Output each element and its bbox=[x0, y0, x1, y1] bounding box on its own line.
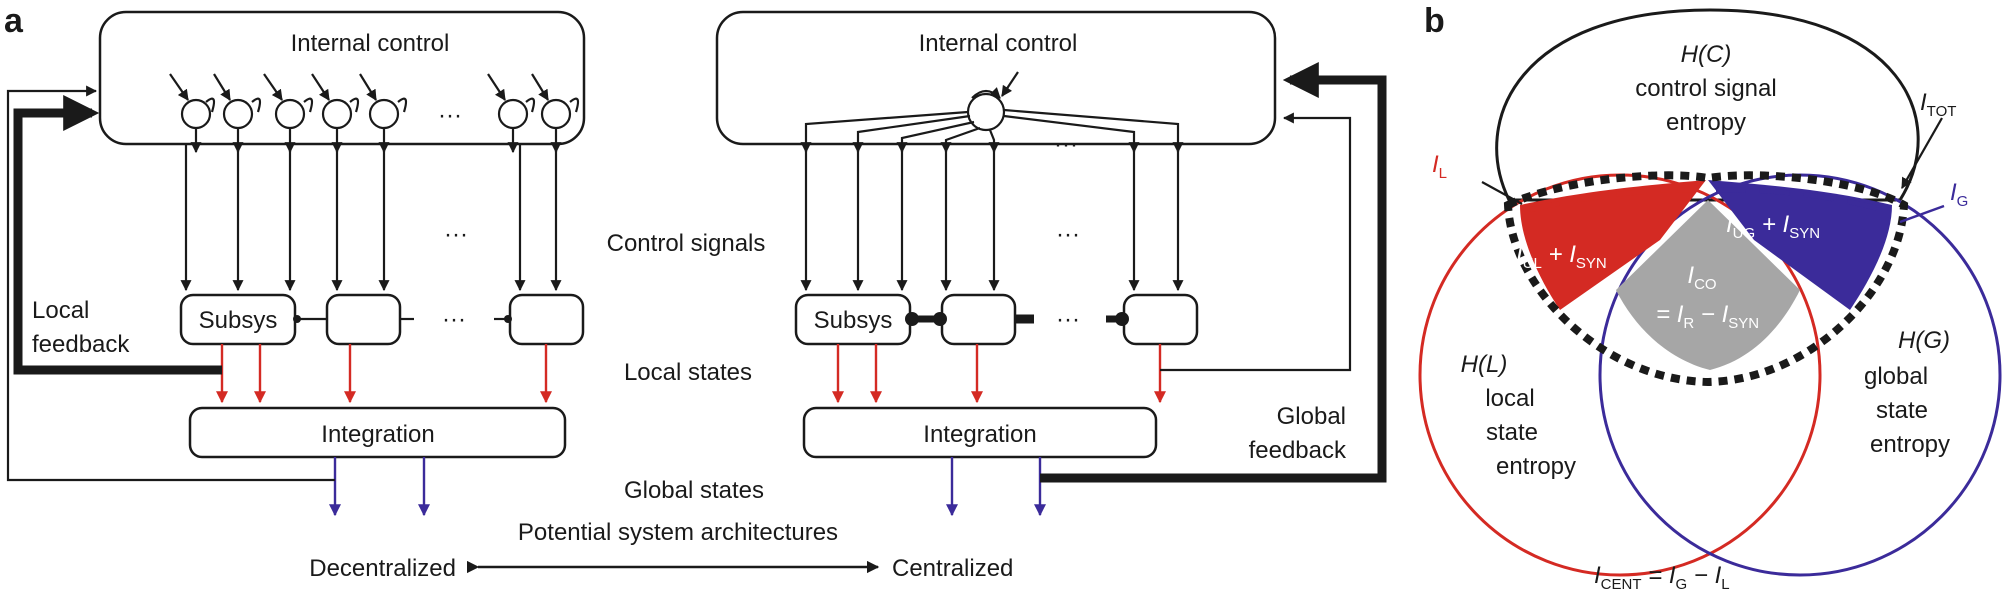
subsystem-box bbox=[1122, 293, 1199, 346]
coupling-loop bbox=[397, 97, 408, 113]
input-arrow bbox=[359, 73, 377, 101]
local-info-dash bbox=[1529, 187, 1701, 213]
control-signals-label: Control signals bbox=[607, 230, 766, 257]
input-arrow bbox=[263, 73, 283, 101]
input-arrow bbox=[1001, 71, 1019, 97]
thin-feedback-path bbox=[1160, 112, 1352, 372]
itot-pointer bbox=[1901, 117, 1943, 189]
internal-control-label-right: Internal control bbox=[919, 30, 1078, 57]
itot-label: ITOT bbox=[1920, 89, 1956, 120]
iul-isyn-label: IUL + ISYN bbox=[1516, 241, 1607, 272]
centralized-label: Centralized bbox=[892, 555, 1013, 582]
hl-line-2: state bbox=[1486, 419, 1538, 446]
hg-line-3: entropy bbox=[1870, 431, 1950, 458]
ellipsis: ··· bbox=[1056, 306, 1080, 333]
ellipsis: ··· bbox=[442, 306, 466, 333]
coupling-loop bbox=[569, 97, 580, 113]
hc-title: H(C) bbox=[1681, 41, 1732, 68]
coupling-loop bbox=[349, 97, 360, 113]
ellipsis: ··· bbox=[1056, 221, 1080, 248]
subsys-label-left: Subsys bbox=[199, 307, 278, 334]
total-info-boundary bbox=[1503, 171, 1909, 387]
coupling-dot bbox=[933, 312, 947, 326]
control-entropy-region bbox=[1495, 8, 1920, 202]
hg-line-1: global bbox=[1864, 363, 1928, 390]
control-signals-left: ··· bbox=[180, 144, 562, 292]
ico-label: ICO bbox=[1687, 262, 1716, 293]
icent-equation: ICENT = IG − IL bbox=[1594, 562, 1730, 593]
internal-control-label-left: Internal control bbox=[291, 30, 450, 57]
input-arrow bbox=[169, 73, 189, 101]
subsystem-box bbox=[508, 293, 585, 346]
controller-branch bbox=[800, 110, 969, 154]
input-arrow bbox=[311, 73, 330, 101]
input-arrow bbox=[531, 73, 549, 101]
hg-line-2: state bbox=[1876, 397, 1928, 424]
local-feedback-label-1: Local bbox=[32, 297, 89, 324]
coupling-dot bbox=[905, 312, 919, 326]
centralized-architecture: Internal control ··· ··· Subsys bbox=[715, 10, 1387, 517]
global-feedback-label-2: feedback bbox=[1249, 437, 1347, 464]
global-feedback-label-1: Global bbox=[1277, 403, 1346, 430]
thin-feedback-path bbox=[6, 85, 335, 482]
coupling-loop bbox=[303, 97, 314, 113]
global-states-label: Global states bbox=[624, 477, 764, 504]
self-loop bbox=[971, 87, 1001, 99]
subsys-label-right: Subsys bbox=[814, 307, 893, 334]
coupling-loop bbox=[251, 97, 262, 113]
subsystem-box bbox=[325, 293, 402, 346]
coupling-loop bbox=[525, 97, 536, 113]
hc-line-2: entropy bbox=[1666, 109, 1746, 136]
subsystem-box bbox=[940, 293, 1017, 346]
panel-b: b H(C) control signal entropy H(L) local… bbox=[1418, 2, 2002, 593]
local-states-label: Local states bbox=[624, 359, 752, 386]
local-unique-region bbox=[1520, 180, 1706, 310]
ellipsis: ··· bbox=[1054, 131, 1078, 158]
cooperative-region bbox=[1616, 200, 1800, 370]
hc-line-1: control signal bbox=[1635, 75, 1776, 102]
panel-a-letter: a bbox=[4, 2, 24, 40]
coupling-loop bbox=[205, 97, 216, 113]
decentralized-architecture: Internal control bbox=[6, 10, 586, 517]
coupling-dot bbox=[504, 315, 512, 323]
hl-title: H(L) bbox=[1461, 351, 1508, 378]
local-feedback-label-2: feedback bbox=[32, 331, 130, 358]
controller-units-left: ··· bbox=[169, 73, 580, 154]
coupling-dot bbox=[1115, 312, 1129, 326]
hg-title: H(G) bbox=[1898, 327, 1950, 354]
integration-label-left: Integration bbox=[321, 421, 434, 448]
ig-pointer bbox=[1899, 204, 1945, 224]
integration-box-right bbox=[802, 406, 1158, 459]
iug-isyn-label: IUG + ISYN bbox=[1726, 211, 1820, 242]
ig-label: IG bbox=[1950, 179, 1968, 210]
global-feedback-path bbox=[1040, 62, 1387, 483]
hl-line-3: entropy bbox=[1496, 453, 1576, 480]
hl-line-1: local bbox=[1485, 385, 1534, 412]
input-arrow bbox=[213, 73, 231, 101]
decentralized-label: Decentralized bbox=[309, 555, 456, 582]
ir-isyn-label: = IR − ISYN bbox=[1656, 301, 1759, 332]
il-label: IL bbox=[1432, 151, 1447, 182]
controller-branch bbox=[1003, 108, 1184, 154]
il-pointer bbox=[1481, 181, 1523, 205]
coupling-dot bbox=[293, 315, 301, 323]
panel-b-letter: b bbox=[1424, 2, 1445, 40]
ellipsis: ··· bbox=[444, 221, 468, 248]
global-unique-region bbox=[1708, 180, 1892, 310]
architectures-label: Potential system architectures bbox=[518, 519, 838, 546]
input-arrow bbox=[487, 73, 506, 101]
panel-a: a Internal control bbox=[4, 2, 1387, 582]
integration-box-left bbox=[188, 406, 567, 459]
global-info-dash bbox=[1715, 187, 1885, 213]
integration-label-right: Integration bbox=[923, 421, 1036, 448]
local-feedback-path bbox=[13, 95, 222, 375]
ellipsis: ··· bbox=[438, 102, 462, 129]
